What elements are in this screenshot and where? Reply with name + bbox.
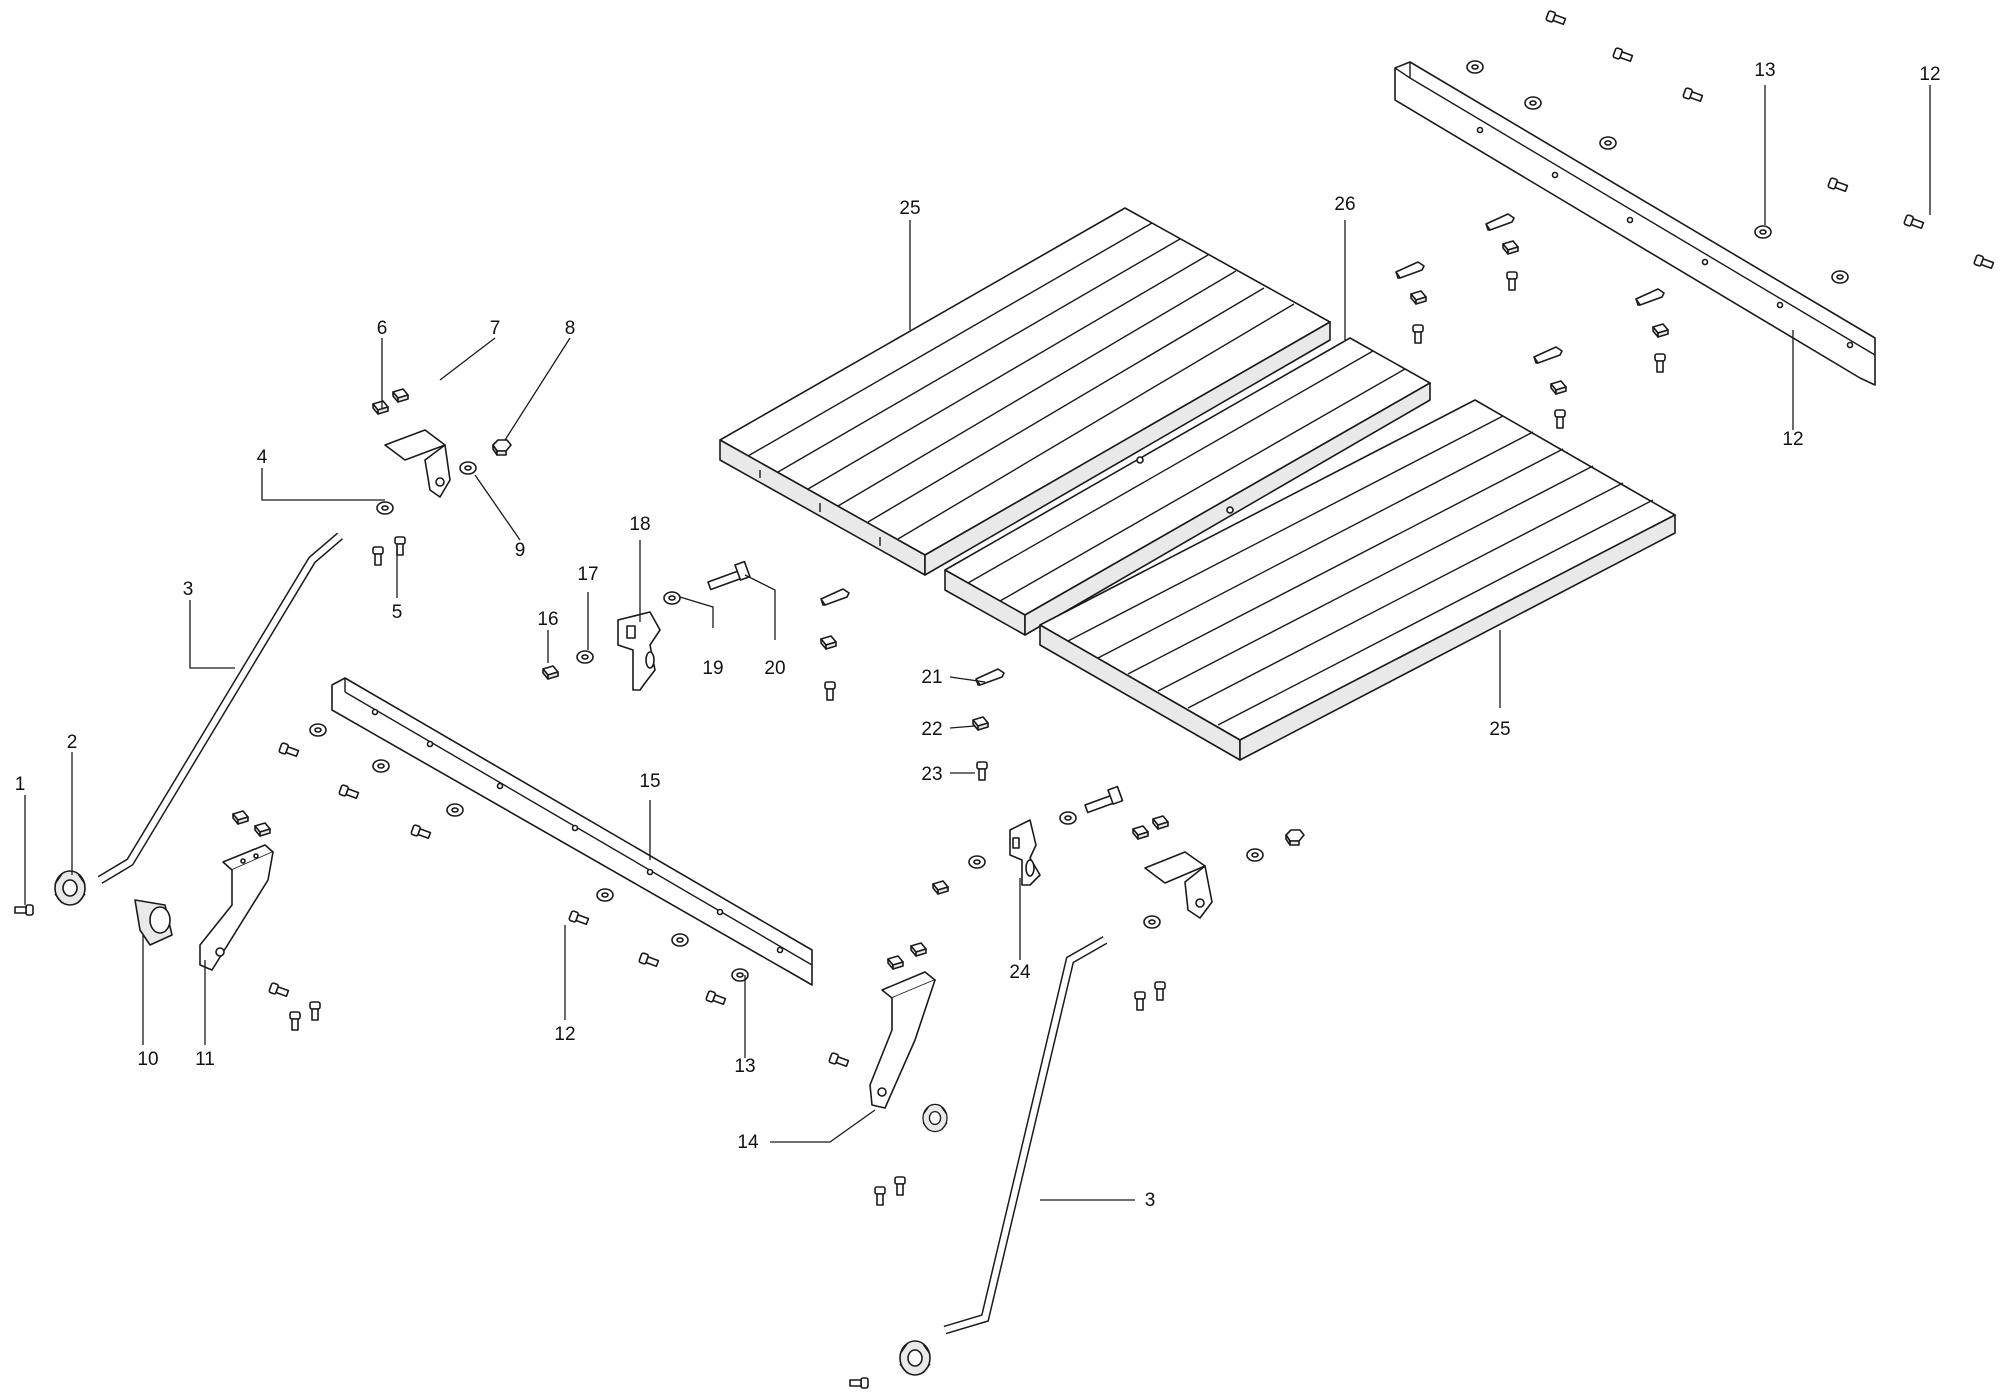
bracket-14 (869, 971, 936, 1109)
callout-25-bottom: 25 (1489, 719, 1510, 740)
callout-19: 19 (702, 658, 723, 679)
nut-22 (972, 716, 989, 731)
callout-24: 24 (1009, 962, 1031, 983)
callout-labels: 1 2 3 3 4 5 6 7 8 9 10 11 12 12 12 13 13… (15, 60, 1941, 1211)
callout-20: 20 (764, 658, 785, 679)
callout-13-top: 13 (1754, 60, 1775, 81)
callout-6: 6 (377, 318, 388, 339)
clip-21 (975, 668, 1005, 686)
table-panel-25-upper (719, 207, 1331, 576)
callout-15: 15 (639, 771, 660, 792)
callout-8: 8 (565, 318, 576, 339)
callout-12-top-right: 12 (1919, 64, 1940, 85)
long-bar-15 (331, 677, 813, 986)
callout-11: 11 (195, 1049, 215, 1070)
callout-23: 23 (921, 764, 942, 785)
bracket-right (1144, 851, 1213, 919)
callout-7: 7 (490, 318, 501, 339)
callout-12-center: 12 (554, 1024, 575, 1045)
crank-rod-3-right (943, 936, 1108, 1335)
callout-1: 1 (15, 774, 26, 795)
crank-rod-3-left (97, 532, 343, 884)
table-panel-25-lower (1039, 399, 1676, 761)
callout-12-bar: 12 (1782, 429, 1803, 450)
long-bar-12-top-right (1394, 61, 1876, 386)
callout-10: 10 (137, 1049, 158, 1070)
callout-9: 9 (515, 540, 526, 561)
callout-17: 17 (577, 564, 598, 585)
screw-23 (976, 761, 988, 781)
callout-25-top: 25 (899, 198, 920, 219)
callout-5: 5 (392, 602, 403, 623)
table-panel-26-center (944, 337, 1431, 636)
callout-16: 16 (537, 609, 558, 630)
bolt-right (1084, 785, 1124, 814)
callout-22: 22 (921, 719, 942, 740)
clips-top-right (1395, 213, 1669, 429)
callout-3-right: 3 (1145, 1190, 1156, 1211)
screw-1 (14, 904, 34, 916)
callout-4: 4 (257, 447, 268, 468)
hinge-plate-18 (617, 611, 661, 691)
knob-2-left (54, 870, 86, 906)
callout-26: 26 (1334, 194, 1355, 215)
knob-housing-10 (134, 899, 173, 946)
callout-21: 21 (921, 667, 942, 688)
callout-18: 18 (629, 514, 650, 535)
leader-lines (24, 85, 1931, 1201)
bracket-11 (199, 844, 274, 971)
callout-13-center: 13 (734, 1056, 755, 1077)
callout-14: 14 (737, 1132, 759, 1153)
knob-right (899, 1340, 931, 1376)
bolt-20 (707, 560, 751, 591)
hinge-plate-24 (1009, 819, 1041, 886)
callout-3-left: 3 (183, 579, 194, 600)
bracket-7 (384, 429, 451, 498)
callout-2: 2 (67, 732, 78, 753)
